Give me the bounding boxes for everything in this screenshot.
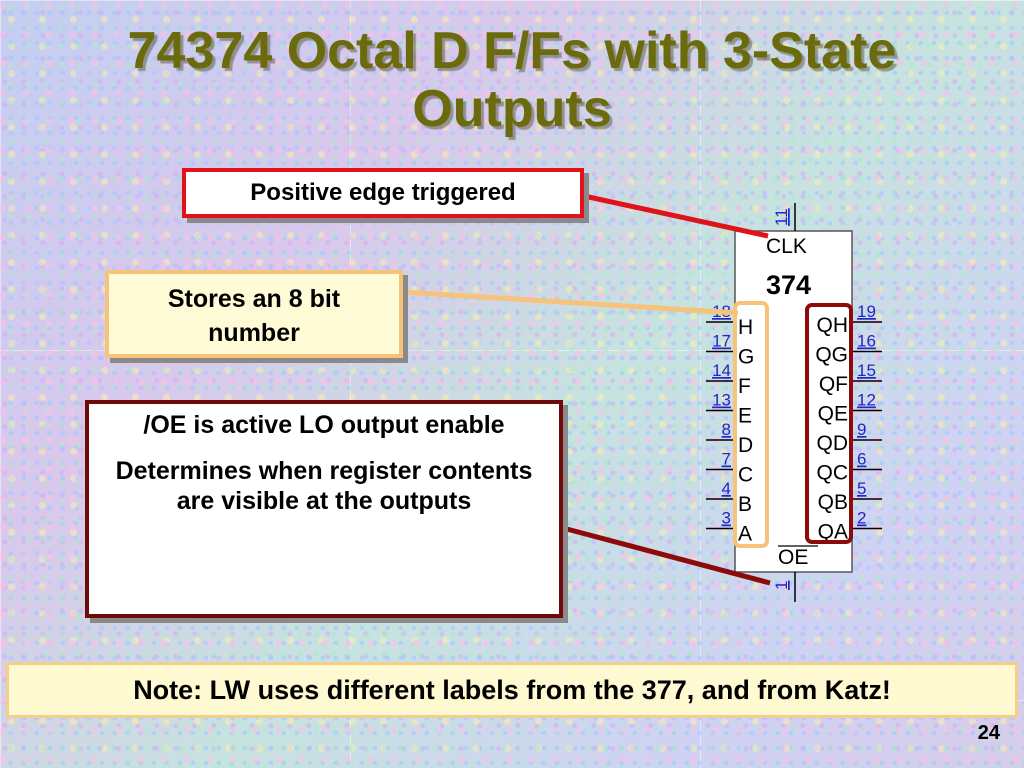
output-pin-number: 15 [857, 361, 876, 380]
output-pin-number: 5 [857, 479, 866, 498]
input-pin-number: 4 [722, 479, 731, 498]
output-label-qa: QA [818, 521, 848, 544]
input-label-f: F [738, 375, 751, 398]
input-label-b: B [738, 493, 752, 516]
input-label-a: A [738, 523, 752, 546]
output-label-qd: QD [817, 432, 849, 455]
callout-oe: /OE is active LO output enable Determine… [85, 400, 563, 618]
oe-label: OE [778, 546, 808, 569]
input-label-d: D [738, 434, 753, 457]
output-label-qc: QC [817, 462, 849, 485]
oe-pin-number: 1 [772, 581, 791, 590]
output-pin-number: 16 [857, 332, 876, 351]
callout-stores-line-1: Stores an 8 bit [167, 285, 341, 313]
output-pin-number: 9 [857, 420, 866, 439]
input-label-g: G [738, 346, 754, 369]
output-pin-number: 6 [857, 450, 866, 469]
chip-body: 11 CLK 374 OE 1 [734, 203, 853, 602]
oe-connector [562, 525, 771, 586]
output-label-qe: QE [818, 403, 848, 426]
callout-positive-edge-text: Positive edge triggered [250, 179, 516, 206]
input-pin-number: 14 [712, 361, 731, 380]
output-label-qb: QB [818, 491, 848, 514]
callout-positive-edge: Positive edge triggered [182, 168, 584, 218]
clk-label: CLK [766, 235, 807, 258]
outputs-highlight [805, 303, 853, 544]
stores-connector [402, 289, 739, 316]
output-pin-number: 12 [857, 391, 876, 410]
input-pin-number: 13 [712, 391, 731, 410]
callout-oe-para-2: Determines when register contents are vi… [115, 457, 533, 515]
note-banner: Note: LW uses different labels from the … [6, 662, 1018, 718]
inputs-highlight [733, 301, 769, 548]
title-line-2: Outputs [412, 80, 612, 138]
input-pin-number: 3 [722, 509, 731, 528]
output-label-qf: QF [819, 373, 848, 396]
edge-connector [583, 193, 769, 239]
input-label-h: H [738, 316, 753, 339]
output-pin-number: 2 [857, 509, 866, 528]
slide-title: 74374 Octal D F/Fs with 3-State Outputs [0, 22, 1024, 138]
input-label-c: C [738, 464, 753, 487]
input-pin-number: 17 [712, 332, 731, 351]
part-number: 374 [766, 270, 811, 300]
callout-stores-8-bit: Stores an 8 bit number [105, 270, 403, 358]
callout-stores-line-2: number [208, 319, 300, 347]
input-pin-number: 8 [722, 420, 731, 439]
output-label-qg: QG [815, 344, 848, 367]
output-pin-number: 19 [857, 302, 876, 321]
output-label-qh: QH [817, 314, 849, 337]
clk-pin-number: 11 [772, 208, 791, 226]
page-number: 24 [977, 722, 1000, 744]
callout-oe-para-1: /OE is active LO output enable [143, 411, 505, 439]
input-pin-number: 7 [722, 450, 731, 469]
input-label-e: E [738, 405, 752, 428]
title-line-1: 74374 Octal D F/Fs with 3-State [127, 22, 897, 80]
note-text: Note: LW uses different labels from the … [133, 675, 891, 705]
